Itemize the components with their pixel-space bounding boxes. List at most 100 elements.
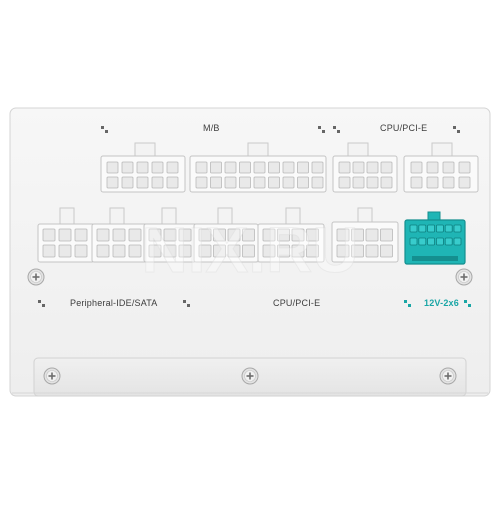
pin-hole (239, 176, 251, 189)
pin-hole (418, 237, 427, 246)
pin-hole (239, 161, 251, 174)
pin-hole (213, 228, 226, 242)
pin-hole (96, 228, 110, 242)
pin-hole (306, 244, 319, 258)
pin-hole (426, 176, 439, 189)
pin-hole (426, 161, 439, 174)
pin-hole (380, 176, 393, 189)
pin-hole (352, 161, 365, 174)
pin-hole (210, 176, 222, 189)
pin-hole (242, 228, 255, 242)
phillips-screw-icon (27, 268, 45, 286)
pin-hole (148, 228, 162, 242)
pin-hole (224, 161, 237, 174)
pin-hole (297, 161, 309, 174)
pin-hole (112, 228, 126, 242)
phillips-screw-icon (439, 367, 457, 385)
pin-hole (195, 176, 208, 189)
label-12v-2x6: 12V-2x6 (424, 298, 459, 308)
pin-hole (435, 224, 444, 233)
pin-hole (227, 228, 241, 242)
pin-hole (74, 244, 88, 258)
pin-hole (291, 228, 305, 242)
pin-marker-icon (464, 300, 471, 307)
pin-hole (178, 228, 192, 242)
pin-hole (198, 228, 212, 242)
pin-hole (338, 161, 351, 174)
pin-hole (410, 176, 423, 189)
pin-hole (380, 161, 393, 174)
pin-hole (277, 244, 290, 258)
pin-hole (418, 224, 427, 233)
pin-hole (291, 244, 305, 258)
pin-hole (351, 228, 364, 242)
watermark-text: NIX.RU (142, 214, 359, 286)
pin-hole (311, 176, 324, 189)
pin-hole (282, 161, 295, 174)
pin-hole (163, 244, 177, 258)
pin-hole (253, 176, 266, 189)
pin-hole (380, 228, 393, 242)
pin-hole (262, 244, 276, 258)
pin-hole (128, 244, 142, 258)
pin-marker-icon (453, 126, 460, 133)
phillips-screw-icon (43, 367, 61, 385)
pin-hole (268, 176, 280, 189)
pin-hole (166, 161, 179, 174)
pin-hole (458, 161, 471, 174)
pin-hole (227, 244, 241, 258)
phillips-screw-icons (27, 268, 473, 385)
pin-hole (277, 228, 290, 242)
pin-hole (178, 244, 192, 258)
phillips-screw-icon (241, 367, 259, 385)
pin-hole (42, 228, 56, 242)
pin-hole (210, 161, 222, 174)
pin-hole (213, 244, 226, 258)
phillips-screw-icon (455, 268, 473, 286)
pin-hole (253, 161, 266, 174)
pin-hole (458, 176, 471, 189)
pin-hole (453, 224, 462, 233)
pin-hole (365, 244, 379, 258)
connector-pin-holes (42, 161, 471, 258)
pin-hole (336, 244, 350, 258)
pin-hole (442, 161, 455, 174)
pin-hole (268, 161, 280, 174)
pin-hole (106, 176, 119, 189)
pin-hole (166, 176, 179, 189)
pin-hole (352, 176, 365, 189)
pin-hole (128, 228, 142, 242)
pin-hole (410, 161, 423, 174)
pin-hole (409, 224, 418, 233)
pin-hole (336, 228, 350, 242)
pin-hole (306, 228, 319, 242)
pin-marker-icon (318, 126, 325, 133)
pin-hole (121, 176, 134, 189)
pin-hole (136, 176, 149, 189)
label-cpu-pcie-top: CPU/PCI-E (380, 123, 428, 133)
pin-hole (151, 176, 164, 189)
pin-hole (163, 228, 177, 242)
pin-hole (311, 161, 324, 174)
label-cpu-pcie-bottom: CPU/PCI-E (273, 298, 321, 308)
pin-marker-icon (404, 300, 411, 307)
pin-hole (74, 228, 88, 242)
pin-hole (121, 161, 134, 174)
pin-hole (262, 228, 276, 242)
pin-hole (435, 237, 444, 246)
pin-hole (444, 237, 453, 246)
pin-hole (366, 161, 379, 174)
pin-marker-icon (333, 126, 340, 133)
pin-hole (58, 244, 72, 258)
pin-hole (148, 244, 162, 258)
pin-marker-icons (38, 126, 471, 307)
pin-hole (112, 244, 126, 258)
pin-hole (427, 224, 436, 233)
pin-hole (409, 237, 418, 246)
pin-hole (351, 244, 364, 258)
pin-hole (136, 161, 149, 174)
pin-hole (297, 176, 309, 189)
label-mb: M/B (203, 123, 220, 133)
